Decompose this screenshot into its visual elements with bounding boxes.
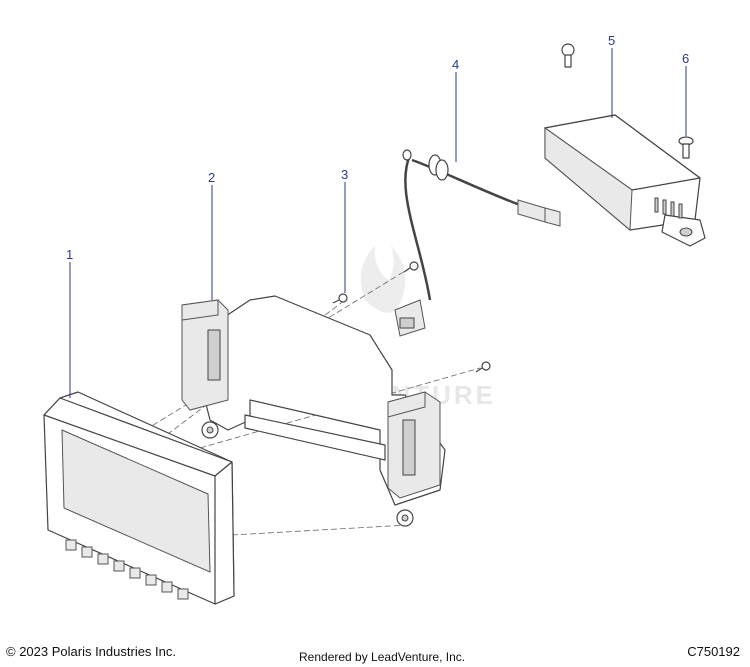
screw-part-3[interactable] (332, 261, 491, 373)
callout-label: 1 (66, 247, 73, 262)
callout-2: 2 (208, 170, 215, 300)
callout-5: 5 (608, 33, 615, 118)
module-vents (654, 197, 683, 219)
display-monitor[interactable] (43, 391, 235, 605)
callout-6: 6 (682, 51, 689, 136)
mounting-bracket[interactable] (181, 295, 446, 527)
callout-4: 4 (452, 57, 459, 162)
monitor-buttons (65, 539, 189, 600)
callout-label: 2 (208, 170, 215, 185)
control-module[interactable] (544, 43, 706, 247)
diagram-code: C750192 (687, 644, 740, 659)
rendered-by-text: Rendered by LeadVenture, Inc. (299, 650, 466, 664)
screw-part-6[interactable] (678, 136, 694, 159)
callout-label: 3 (341, 167, 348, 182)
callout-label: 6 (682, 51, 689, 66)
wiring-harness[interactable] (394, 149, 561, 337)
callout-label: 5 (608, 33, 615, 48)
callout-3: 3 (341, 167, 348, 293)
callout-label: 4 (452, 57, 459, 72)
callout-1: 1 (66, 247, 73, 398)
copyright-text: © 2023 Polaris Industries Inc. (6, 644, 176, 659)
